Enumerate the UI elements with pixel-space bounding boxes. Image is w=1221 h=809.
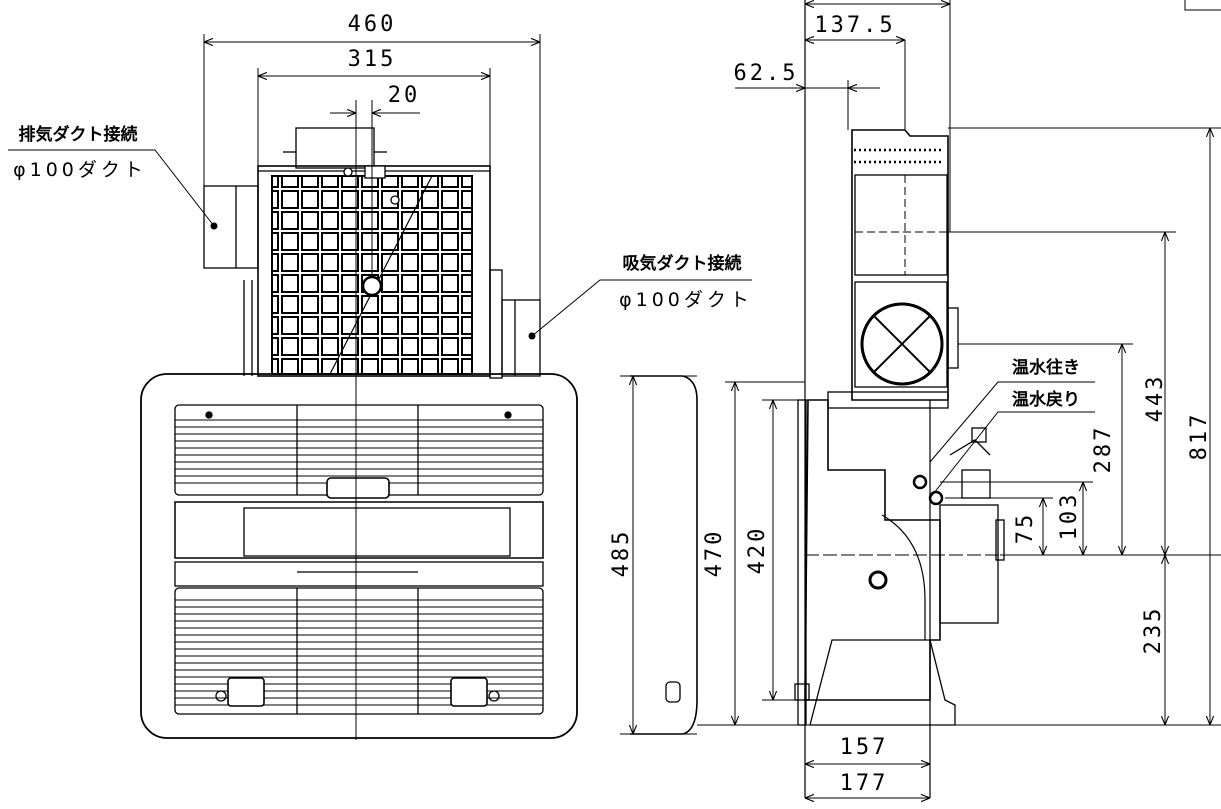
- control-badge: [326, 477, 390, 499]
- front-panel: [140, 373, 578, 739]
- side-lower-body: [804, 399, 941, 701]
- dim-235: 235: [1141, 606, 1166, 655]
- label-exhaust-title: 排気ダクト接続: [19, 124, 138, 145]
- lower-grille: [174, 587, 544, 715]
- side-fan-box: [854, 174, 948, 276]
- side-view: [794, 0, 1005, 798]
- leader-intake: [531, 279, 752, 337]
- dimension-lines: [8, 0, 1221, 798]
- leader-hot-out: [929, 381, 1095, 463]
- dim-157: 157: [840, 735, 889, 760]
- dim-177: 177: [840, 771, 889, 796]
- dim-817: 817: [1187, 412, 1212, 461]
- dim-460: 460: [348, 12, 397, 37]
- dim-420: 420: [745, 526, 770, 575]
- label-intake-title: 吸気ダクト接続: [623, 253, 742, 274]
- dim-20: 20: [388, 83, 421, 108]
- dim-470: 470: [702, 529, 727, 578]
- dim-62-5: 62.5: [734, 61, 799, 86]
- dim-287: 287: [1091, 425, 1116, 474]
- dim-75: 75: [1013, 512, 1038, 545]
- label-exhaust-spec: φ100ダクト: [13, 159, 147, 181]
- side-fan-wheel: [860, 302, 944, 386]
- intake-collar: [501, 299, 541, 377]
- dim-443: 443: [1143, 374, 1168, 423]
- side-valve-box: [939, 504, 999, 624]
- panel-side-profile: [630, 375, 698, 735]
- front-center-hole: [361, 275, 383, 297]
- dim-103: 103: [1057, 492, 1082, 541]
- dim-137-5: 137.5: [814, 13, 895, 38]
- leader-hot-return: [929, 411, 1095, 499]
- front-top-housing: [295, 127, 375, 169]
- center-louver: [174, 501, 544, 559]
- label-intake-spec: φ100ダクト: [619, 289, 753, 311]
- callout-labels: 排気ダクト接続 φ100ダクト 吸気ダクト接続 φ100ダクト 温水往き 温水戻…: [13, 124, 1080, 410]
- label-hot-water-return: 温水戻り: [1012, 389, 1080, 410]
- exhaust-collar: [203, 185, 259, 269]
- dim-485: 485: [609, 529, 634, 578]
- upper-grille: [174, 404, 544, 499]
- side-motor-box: [854, 281, 948, 388]
- front-view: [140, 100, 698, 740]
- leader-exhaust: [8, 149, 215, 227]
- label-hot-water-out: 温水往き: [1012, 357, 1080, 378]
- dimension-labels: 460 315 20 137.5 62.5 157 177 485 470 42…: [348, 12, 1212, 796]
- dim-315: 315: [348, 47, 397, 72]
